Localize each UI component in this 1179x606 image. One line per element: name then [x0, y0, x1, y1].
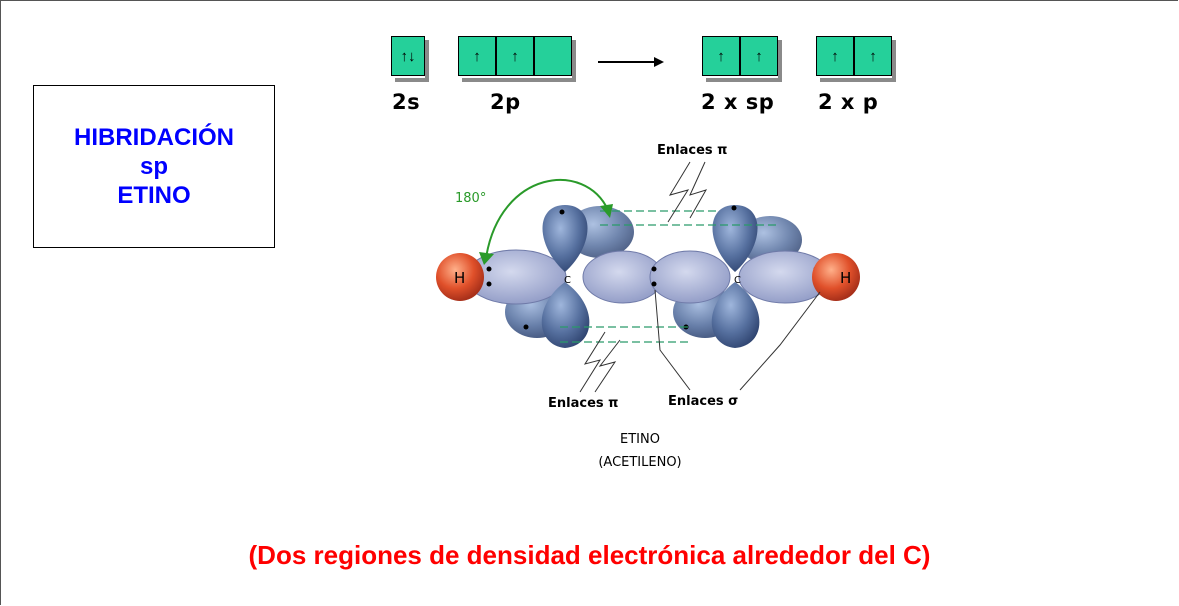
title-line-2: sp [139, 153, 168, 180]
title-line-3: ETINO [117, 182, 191, 209]
sigma-lobes [465, 249, 832, 305]
angle-label: 180° [455, 191, 486, 206]
orbital-cell: ↑ [458, 36, 496, 76]
hydrogen-left [436, 253, 484, 301]
molecule-name: ETINO [620, 432, 660, 447]
transition-arrow [598, 57, 664, 67]
orbital-cell: ↑ [702, 36, 740, 76]
label-2xsp: 2 x sp [701, 90, 775, 114]
label-2xp: 2 x p [818, 90, 879, 114]
hydrogen-right [812, 253, 860, 301]
carbon-left-label: C [564, 275, 571, 286]
orbital-2p: ↑ ↑ [458, 36, 572, 78]
orbital-cell [534, 36, 572, 76]
orbital-cell: ↑ [854, 36, 892, 76]
pi-bond-lines [560, 210, 780, 343]
footer-caption: (Dos regiones de densidad electrónica al… [248, 540, 931, 570]
sigma-bonds-label: Enlaces σ [668, 394, 738, 409]
orbital-cell: ↑ [816, 36, 854, 76]
orbital-2s: ↑↓ [391, 36, 425, 78]
hydrogen-left-label: H [454, 269, 465, 287]
orbital-cell: ↑ [740, 36, 778, 76]
annotation-pointers [579, 161, 821, 393]
title-line-1: HIBRIDACIÓN [74, 124, 234, 151]
hydrogen-right-label: H [840, 269, 851, 287]
title-box: HIBRIDACIÓN sp ETINO [33, 85, 275, 248]
orbital-2xsp: ↑ ↑ [702, 36, 778, 78]
pi-bonds-bottom-label: Enlaces π [548, 396, 618, 411]
carbon-right-label: C [734, 275, 741, 286]
pi-bonds-top-label: Enlaces π [657, 143, 727, 158]
p-lobes [541, 205, 760, 348]
molecule-common-name: (ACETILENO) [598, 455, 681, 470]
ethyne-orbital-diagram: H H C C 180° Enlaces π Enlaces π Enlaces… [436, 143, 860, 470]
orbital-2xp: ↑ ↑ [816, 36, 892, 78]
label-2s: 2s [392, 90, 421, 114]
label-2p: 2p [490, 90, 521, 114]
orbital-cell: ↑↓ [391, 36, 425, 76]
angle-arc [485, 179, 609, 259]
orbital-cell: ↑ [496, 36, 534, 76]
